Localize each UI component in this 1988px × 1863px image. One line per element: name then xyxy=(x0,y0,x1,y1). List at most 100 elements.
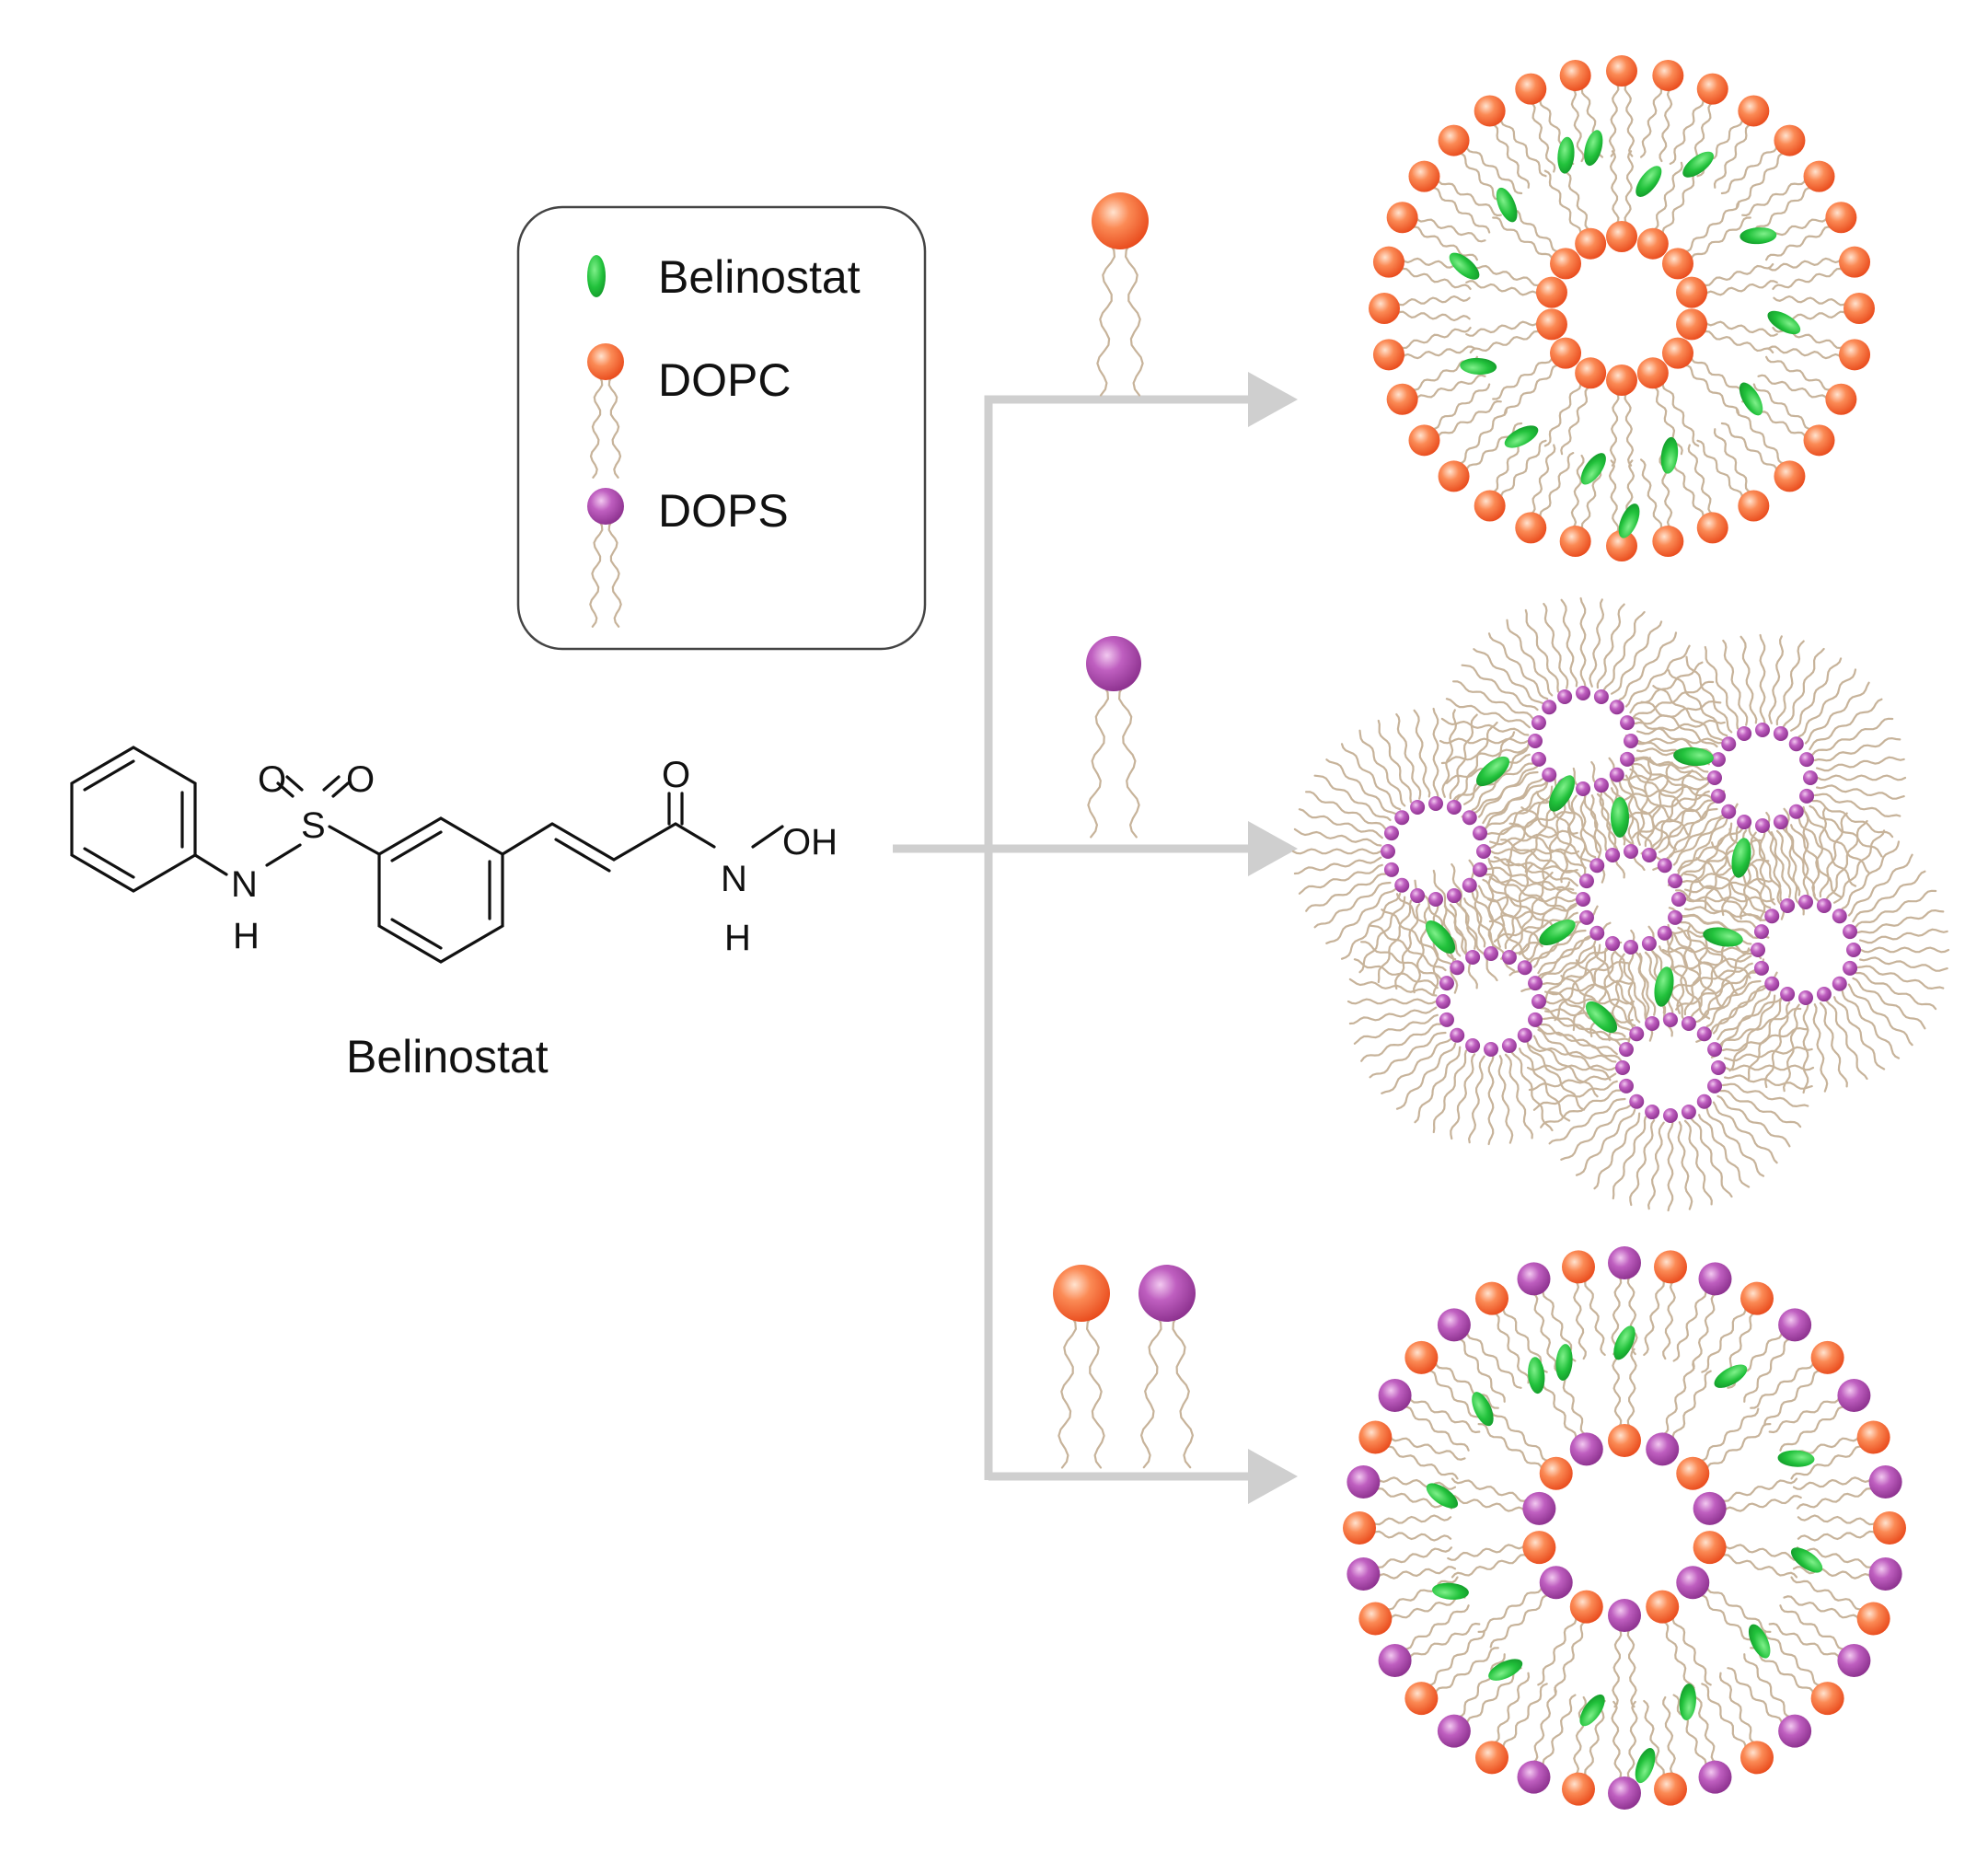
outer-lipid xyxy=(1672,1686,1732,1794)
outer-lipid xyxy=(1378,1379,1481,1452)
belinostat-molecule xyxy=(1682,151,1714,178)
belinostat-molecule xyxy=(1731,838,1751,878)
dopc-head xyxy=(1559,59,1591,91)
dops-head xyxy=(1593,688,1609,704)
dops-head xyxy=(1410,799,1426,815)
dops-head xyxy=(1645,1105,1660,1120)
belinostat-molecule xyxy=(1472,1392,1494,1427)
outer-lipid xyxy=(1517,1686,1577,1794)
dopc-head xyxy=(1676,1456,1710,1490)
dops-head xyxy=(1576,781,1590,796)
outer-lipid xyxy=(1720,407,1806,492)
dops-head xyxy=(1711,1060,1726,1075)
dopc-head xyxy=(1539,1456,1573,1490)
dops-head xyxy=(1501,1038,1517,1054)
dops-head xyxy=(1837,1379,1871,1412)
belinostat-molecule xyxy=(1703,927,1743,947)
inner-lipid xyxy=(1676,1566,1772,1649)
dopc-head xyxy=(1696,512,1728,544)
dops-head xyxy=(1437,1714,1471,1748)
dops-head xyxy=(1681,1105,1696,1120)
dops-head xyxy=(1605,936,1621,952)
dopc-head xyxy=(1803,160,1835,192)
dopc-head xyxy=(1535,308,1567,341)
dopc-head xyxy=(1856,1420,1890,1454)
dops-head xyxy=(1837,1644,1871,1677)
inner-lipid xyxy=(1676,308,1778,353)
dops-head xyxy=(1446,799,1462,815)
outer-lipid xyxy=(1773,293,1875,324)
atom-h2: H xyxy=(724,918,751,958)
dops-head xyxy=(1593,778,1609,793)
dops-head xyxy=(1608,1776,1641,1810)
belinostat-molecule xyxy=(1660,436,1679,474)
dops-head xyxy=(1383,862,1399,877)
drug-molecule-icon xyxy=(587,255,606,297)
dops-micelle-tails xyxy=(1347,857,1635,1146)
outer-lipid xyxy=(1643,1250,1688,1360)
dops-head xyxy=(1624,844,1638,859)
dopc-head xyxy=(1522,1531,1556,1565)
belinostat-molecule xyxy=(1426,1483,1459,1509)
dops-head xyxy=(1843,924,1858,940)
legend-label-dops: DOPS xyxy=(658,485,789,537)
belinostat-molecule xyxy=(1584,130,1603,167)
dops-head xyxy=(1439,1012,1454,1027)
dopc-head xyxy=(1803,424,1835,457)
outer-lipid xyxy=(1672,1262,1732,1370)
dops-head xyxy=(1436,994,1451,1009)
outer-lipid xyxy=(1437,1308,1522,1403)
dops-head xyxy=(1605,847,1621,862)
dops-head xyxy=(1641,847,1657,862)
inner-lipid xyxy=(1693,1477,1802,1525)
dops-micelle xyxy=(1381,796,1491,907)
dops-head xyxy=(1764,908,1780,924)
dops-head xyxy=(1663,1108,1678,1123)
inner-lipid xyxy=(1492,337,1582,415)
dops-head xyxy=(1569,1432,1603,1466)
inner-lipid xyxy=(1606,150,1637,252)
dops-head xyxy=(1816,897,1832,913)
dops-lipid-pair-shape xyxy=(1138,1265,1196,1469)
dops-head xyxy=(1832,976,1847,991)
outer-lipid xyxy=(1768,1379,1871,1452)
outer-lipid xyxy=(1643,1695,1688,1806)
dops-head xyxy=(1799,788,1815,804)
dops-head xyxy=(1347,1557,1381,1591)
belinostat-molecule xyxy=(1504,425,1539,448)
inner-lipid xyxy=(1465,308,1567,353)
belinostat-molecule xyxy=(1460,357,1497,375)
dops-head xyxy=(1528,1012,1543,1027)
dops-head xyxy=(1698,1262,1732,1296)
dopc-lipid-single-shape xyxy=(1092,192,1149,397)
belinostat-molecule xyxy=(1449,252,1480,280)
outer-lipid xyxy=(1343,1511,1452,1545)
outer-lipid xyxy=(1720,124,1806,210)
dops-lipid-single xyxy=(1086,636,1141,839)
inner-lipid xyxy=(1537,1590,1603,1695)
outer-lipid xyxy=(1606,55,1637,157)
compound-name: Belinostat xyxy=(346,1031,549,1082)
dopc-head xyxy=(1810,1340,1844,1374)
dopc-head xyxy=(1408,160,1440,192)
belinostat-molecule xyxy=(1425,920,1456,955)
dopc-head xyxy=(1654,1250,1688,1284)
dopc-head xyxy=(1636,357,1669,389)
dopc-head xyxy=(1738,95,1770,127)
outer-lipid xyxy=(1372,327,1476,371)
dops-head xyxy=(1528,734,1543,748)
outer-lipid xyxy=(1386,202,1486,261)
dopc-head xyxy=(1474,490,1506,522)
dops-head xyxy=(1615,1060,1630,1075)
dops-head xyxy=(1657,858,1672,874)
dops-head xyxy=(1476,844,1491,859)
dops-head xyxy=(1578,874,1594,889)
dops-head xyxy=(1428,796,1443,811)
dops-head xyxy=(1618,1078,1634,1094)
dops-head xyxy=(1710,788,1726,804)
dops-head xyxy=(1737,725,1752,741)
dopc-head xyxy=(1092,192,1149,249)
dops-head xyxy=(1589,858,1605,874)
dops-head xyxy=(1657,925,1672,941)
dops-head xyxy=(1462,810,1477,826)
